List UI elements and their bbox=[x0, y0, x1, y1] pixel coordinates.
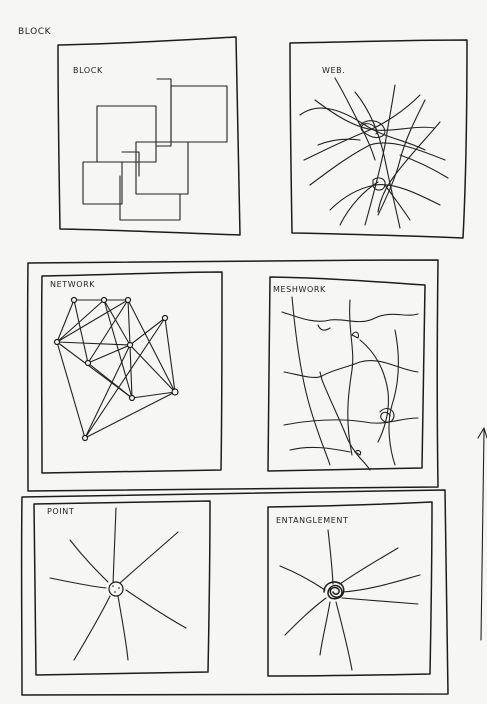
point-ray bbox=[113, 508, 116, 584]
point-ray bbox=[70, 540, 108, 582]
point-ray bbox=[126, 590, 186, 628]
web-thread bbox=[340, 182, 378, 225]
network-panel-frame bbox=[42, 272, 222, 473]
meshwork-line bbox=[290, 447, 350, 452]
network-node bbox=[128, 343, 133, 348]
network-node bbox=[86, 361, 91, 366]
network-node bbox=[130, 396, 135, 401]
meshwork-line bbox=[292, 297, 330, 465]
web-panel: WEB. bbox=[290, 40, 467, 238]
block-panel: BLOCK bbox=[58, 37, 240, 235]
entanglement-ray bbox=[336, 602, 352, 670]
block-square bbox=[136, 142, 188, 194]
network-edge bbox=[57, 300, 128, 342]
entanglement-rays bbox=[280, 530, 420, 670]
entanglement-knot-scribble bbox=[324, 582, 344, 599]
arrow-shaft bbox=[481, 430, 484, 640]
web-panel-label: WEB. bbox=[322, 66, 345, 75]
right-edge-arrow bbox=[478, 428, 487, 640]
entanglement-ray bbox=[285, 598, 326, 635]
network-node bbox=[83, 436, 88, 441]
meshwork-knot bbox=[352, 332, 358, 338]
network-edge bbox=[57, 342, 132, 398]
web-thread bbox=[355, 92, 400, 228]
meshwork-line bbox=[360, 340, 388, 442]
meshwork-line bbox=[318, 325, 330, 330]
network-edge bbox=[57, 342, 85, 438]
row3-frame bbox=[22, 490, 448, 695]
entanglement-ray bbox=[320, 602, 330, 655]
block-squares bbox=[83, 79, 227, 220]
meshwork-lines bbox=[282, 297, 418, 470]
page-heading: BLOCK bbox=[18, 27, 52, 37]
arrow-head bbox=[478, 428, 487, 438]
meshwork-line bbox=[348, 300, 353, 455]
meshwork-panel: MESHWORK bbox=[268, 277, 425, 471]
entanglement-knot bbox=[324, 582, 344, 599]
block-square bbox=[83, 162, 122, 204]
web-threads bbox=[300, 78, 448, 228]
block-square bbox=[120, 176, 180, 220]
block-panel-label: BLOCK bbox=[73, 66, 103, 75]
entanglement-ray bbox=[340, 548, 398, 584]
meshwork-line bbox=[389, 330, 398, 465]
point-ray bbox=[120, 532, 178, 583]
entanglement-panel-frame bbox=[268, 502, 432, 676]
network-node bbox=[55, 340, 60, 345]
meshwork-panel-label: MESHWORK bbox=[273, 285, 326, 294]
point-dot bbox=[112, 585, 114, 587]
point-panel-label: POINT bbox=[47, 507, 74, 516]
network-node bbox=[126, 298, 131, 303]
point-center bbox=[109, 582, 123, 596]
entanglement-ray bbox=[328, 530, 333, 584]
meshwork-line bbox=[322, 380, 370, 470]
block-square bbox=[171, 86, 227, 142]
entanglement-ray bbox=[342, 598, 418, 604]
web-thread bbox=[330, 185, 440, 210]
web-thread bbox=[378, 100, 425, 215]
network-node bbox=[172, 389, 178, 395]
web-thread bbox=[318, 139, 360, 145]
point-dot bbox=[114, 591, 116, 593]
network-node bbox=[102, 298, 107, 303]
row2-frame bbox=[28, 260, 438, 491]
entanglement-ray bbox=[280, 566, 325, 590]
entanglement-panel: ENTANGLEMENT bbox=[268, 502, 432, 676]
point-ray bbox=[74, 596, 110, 660]
network-edges bbox=[57, 300, 175, 438]
network-edge bbox=[57, 300, 130, 345]
network-node bbox=[72, 298, 77, 303]
network-panel-label: NETWORK bbox=[50, 280, 95, 289]
point-panel: POINT bbox=[34, 501, 210, 675]
network-edge bbox=[165, 318, 175, 392]
entanglement-ray bbox=[343, 575, 420, 592]
point-ray bbox=[118, 596, 128, 660]
block-square bbox=[157, 79, 171, 146]
network-panel: NETWORK bbox=[42, 272, 222, 473]
meshwork-line bbox=[284, 418, 418, 425]
entanglement-panel-label: ENTANGLEMENT bbox=[276, 516, 349, 525]
network-node bbox=[163, 316, 168, 321]
point-ray bbox=[50, 578, 106, 588]
point-dot bbox=[118, 587, 120, 589]
block-square bbox=[97, 106, 156, 162]
